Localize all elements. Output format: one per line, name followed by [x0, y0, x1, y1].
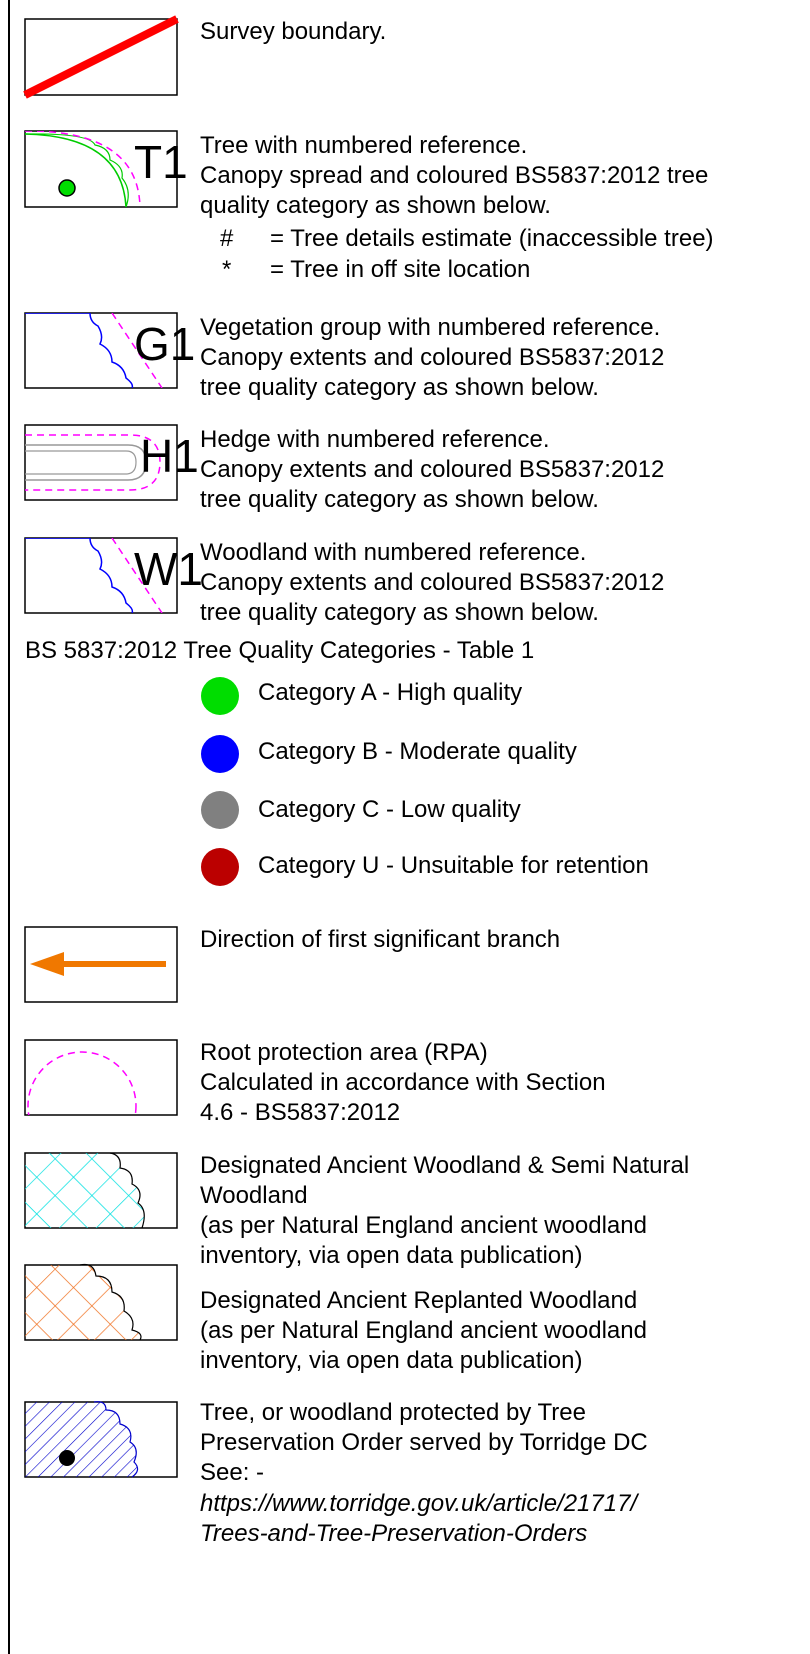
woodland-desc-line-3: tree quality category as shown below.	[200, 599, 599, 626]
replanted-woodland-line-1: Designated Ancient Replanted Woodland	[200, 1287, 638, 1314]
tpo-line-2: Preservation Order served by Torridge DC	[200, 1429, 648, 1456]
legend-left-border	[8, 0, 10, 1654]
replanted-woodland-symbol	[24, 1263, 178, 1341]
survey-boundary-symbol	[23, 15, 179, 99]
woodland-desc-line-1: Woodland with numbered reference.	[200, 539, 587, 566]
group-ref-label: G1	[134, 318, 196, 370]
woodland-symbol	[24, 537, 178, 614]
branch-arrow-symbol	[24, 926, 178, 1003]
survey-boundary-label: Survey boundary.	[200, 18, 387, 45]
tree-desc-line-3: quality category as shown below.	[200, 192, 551, 219]
ancient-woodland-line-3: (as per Natural England ancient woodland	[200, 1212, 647, 1239]
woodland-desc-line-2: Canopy extents and coloured BS5837:2012	[200, 569, 665, 596]
category-u-label: Category U - Unsuitable for retention	[258, 852, 649, 879]
ancient-woodland-line-1: Designated Ancient Woodland & Semi Natur…	[200, 1152, 690, 1179]
category-a-label: Category A - High quality	[258, 679, 523, 706]
categories-title: BS 5837:2012 Tree Quality Categories - T…	[25, 637, 535, 664]
tpo-line-3: See: -	[200, 1459, 265, 1486]
rpa-line-1: Root protection area (RPA)	[200, 1039, 488, 1066]
group-desc-line-1: Vegetation group with numbered reference…	[200, 314, 661, 341]
tree-desc-line-1: Tree with numbered reference.	[200, 132, 528, 159]
category-b-swatch	[201, 735, 239, 773]
tpo-line-1: Tree, or woodland protected by Tree	[200, 1399, 586, 1426]
hedge-desc-line-1: Hedge with numbered reference.	[200, 426, 550, 453]
replanted-woodland-line-2: (as per Natural England ancient woodland	[200, 1317, 647, 1344]
category-b-label: Category B - Moderate quality	[258, 738, 577, 765]
ancient-woodland-line-2: Woodland	[200, 1182, 308, 1209]
ancient-woodland-line-4: inventory, via open data publication)	[200, 1242, 583, 1269]
woodland-ref-label: W1	[134, 543, 203, 595]
tree-desc-line-2: Canopy spread and coloured BS5837:2012 t…	[200, 162, 709, 189]
rpa-line-2: Calculated in accordance with Section	[200, 1069, 606, 1096]
tree-note-mark-offsite: *	[222, 256, 232, 283]
tree-note-offsite: = Tree in off site location	[270, 256, 531, 283]
tree-symbol	[24, 130, 178, 208]
hedge-ref-label: H1	[140, 430, 199, 482]
tree-ref-label: T1	[134, 136, 188, 188]
tpo-link-line-2[interactable]: Trees-and-Tree-Preservation-Orders	[200, 1520, 588, 1547]
tree-note-estimate: = Tree details estimate (inaccessible tr…	[270, 225, 714, 252]
branch-direction-label: Direction of first significant branch	[200, 926, 561, 953]
rpa-symbol	[24, 1039, 178, 1116]
hedge-symbol	[24, 424, 178, 501]
hedge-desc-line-3: tree quality category as shown below.	[200, 486, 599, 513]
category-a-swatch	[201, 677, 239, 715]
group-desc-line-2: Canopy extents and coloured BS5837:2012	[200, 344, 665, 371]
category-c-swatch	[201, 791, 239, 829]
category-u-swatch	[201, 848, 239, 886]
group-desc-line-3: tree quality category as shown below.	[200, 374, 599, 401]
group-symbol	[24, 312, 178, 389]
category-c-label: Category C - Low quality	[258, 796, 521, 823]
tree-note-mark-estimate: #	[220, 225, 234, 252]
replanted-woodland-line-3: inventory, via open data publication)	[200, 1347, 583, 1374]
rpa-line-3: 4.6 - BS5837:2012	[200, 1099, 401, 1126]
tpo-link-line-1[interactable]: https://www.torridge.gov.uk/article/2171…	[200, 1490, 638, 1517]
tpo-symbol	[24, 1401, 178, 1478]
ancient-woodland-symbol	[24, 1152, 178, 1229]
hedge-desc-line-2: Canopy extents and coloured BS5837:2012	[200, 456, 665, 483]
